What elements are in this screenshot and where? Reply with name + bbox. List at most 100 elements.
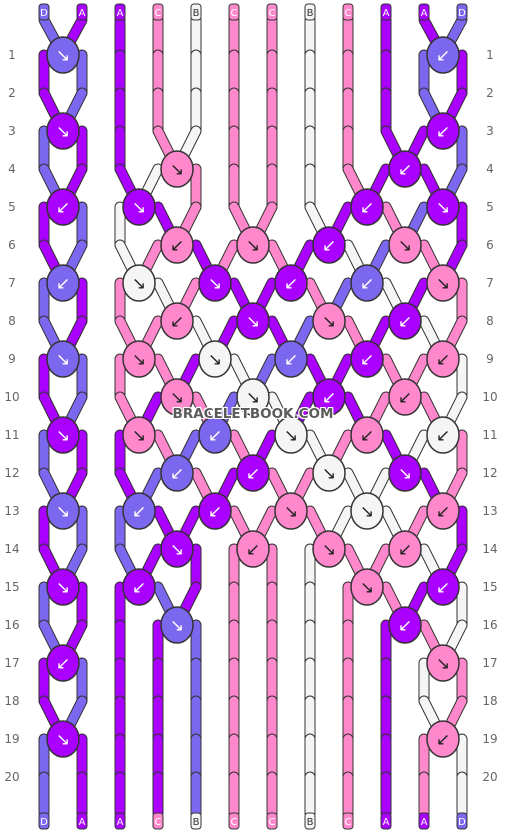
arrow-down-left-icon: ↙	[360, 350, 374, 370]
string-label-bottom: D	[456, 812, 468, 830]
arrow-down-left-icon: ↙	[436, 122, 450, 142]
row-number-right: 15	[482, 580, 497, 594]
knot: ↘	[274, 492, 308, 530]
row-number-left: 6	[8, 238, 16, 252]
knot: ↙	[426, 492, 460, 530]
knot: ↘	[198, 340, 232, 378]
svg-text:A: A	[383, 8, 390, 19]
svg-text:C: C	[269, 8, 276, 19]
svg-text:C: C	[231, 8, 238, 19]
knots-layer: ↘↙↘↙↘↙↙↘↙↘↙↘↙↘↙↘↘↙↙↘↙↘↘↙↘↘↘↙↙↙↘↘↙↙↘↘↙↘↙↙…	[46, 36, 460, 758]
arrow-down-right-icon: ↘	[170, 160, 184, 180]
knot: ↙	[388, 378, 422, 416]
arrow-down-left-icon: ↙	[208, 426, 222, 446]
row-number-right: 11	[482, 428, 497, 442]
knot: ↘	[236, 302, 270, 340]
arrow-down-left-icon: ↙	[322, 236, 336, 256]
row-number-left: 18	[4, 694, 19, 708]
row-number-right: 17	[482, 656, 497, 670]
knot: ↘	[236, 378, 270, 416]
knot: ↙	[426, 112, 460, 150]
svg-text:D: D	[458, 817, 466, 828]
row-number-left: 1	[8, 48, 16, 62]
knot: ↙	[160, 454, 194, 492]
string-label-top: D	[38, 3, 50, 21]
row-number-right: 19	[482, 732, 497, 746]
row-number-right: 6	[486, 238, 494, 252]
row-number-right: 18	[482, 694, 497, 708]
arrow-down-left-icon: ↙	[398, 540, 412, 560]
knot: ↘	[236, 226, 270, 264]
string-label-bottom: D	[38, 812, 50, 830]
knot: ↘	[46, 492, 80, 530]
knot: ↘	[426, 644, 460, 682]
arrow-down-right-icon: ↘	[170, 540, 184, 560]
knot: ↙	[350, 416, 384, 454]
arrow-down-right-icon: ↘	[322, 540, 336, 560]
knot: ↙	[312, 378, 346, 416]
arrow-down-right-icon: ↘	[246, 236, 260, 256]
row-number-right: 7	[486, 276, 494, 290]
arrow-down-right-icon: ↘	[170, 388, 184, 408]
arrow-down-right-icon: ↘	[56, 502, 70, 522]
row-number-right: 9	[486, 352, 494, 366]
knot: ↘	[160, 378, 194, 416]
knot: ↘	[122, 188, 156, 226]
knot: ↘	[46, 36, 80, 74]
arrow-down-left-icon: ↙	[170, 464, 184, 484]
string-label-bottom: B	[190, 812, 202, 830]
knot: ↙	[312, 226, 346, 264]
row-number-right: 1	[486, 48, 494, 62]
arrow-down-left-icon: ↙	[208, 502, 222, 522]
knot: ↘	[350, 492, 384, 530]
svg-text:A: A	[79, 817, 86, 828]
arrow-down-right-icon: ↘	[360, 502, 374, 522]
knot: ↙	[236, 530, 270, 568]
knot: ↘	[160, 150, 194, 188]
knot: ↙	[274, 264, 308, 302]
arrow-down-right-icon: ↘	[56, 46, 70, 66]
arrow-down-left-icon: ↙	[360, 198, 374, 218]
arrow-down-left-icon: ↙	[132, 502, 146, 522]
knot: ↙	[160, 302, 194, 340]
knot: ↙	[388, 606, 422, 644]
arrow-down-right-icon: ↘	[246, 312, 260, 332]
braceletbook-watermark: BRACELETBOOK.COM	[172, 406, 334, 422]
arrow-down-right-icon: ↘	[208, 274, 222, 294]
arrow-down-left-icon: ↙	[56, 654, 70, 674]
arrow-down-right-icon: ↘	[56, 350, 70, 370]
arrow-down-left-icon: ↙	[170, 312, 184, 332]
svg-text:D: D	[40, 817, 48, 828]
string-label-bottom: C	[228, 812, 240, 830]
knot: ↘	[46, 112, 80, 150]
string-label-top: A	[114, 3, 126, 21]
arrow-down-right-icon: ↘	[56, 730, 70, 750]
svg-text:A: A	[117, 8, 124, 19]
svg-text:C: C	[269, 817, 276, 828]
svg-text:C: C	[345, 8, 352, 19]
knot: ↙	[122, 492, 156, 530]
svg-text:C: C	[345, 817, 352, 828]
arrow-down-left-icon: ↙	[436, 578, 450, 598]
knot: ↙	[160, 226, 194, 264]
string-label-top: C	[342, 3, 354, 21]
arrow-down-right-icon: ↘	[322, 464, 336, 484]
knot: ↙	[46, 264, 80, 302]
svg-text:A: A	[79, 8, 86, 19]
knot: ↘	[160, 606, 194, 644]
arrow-down-left-icon: ↙	[246, 540, 260, 560]
string-label-top: C	[152, 3, 164, 21]
arrow-down-right-icon: ↘	[132, 426, 146, 446]
arrow-down-left-icon: ↙	[132, 578, 146, 598]
arrow-down-left-icon: ↙	[360, 274, 374, 294]
row-number-left: 4	[8, 162, 16, 176]
knot: ↙	[350, 264, 384, 302]
knot: ↙	[350, 188, 384, 226]
row-number-left: 15	[4, 580, 19, 594]
arrow-down-right-icon: ↘	[436, 198, 450, 218]
row-number-left: 19	[4, 732, 19, 746]
knot: ↘	[46, 568, 80, 606]
string-label-top: B	[190, 3, 202, 21]
knot: ↙	[426, 36, 460, 74]
row-number-right: 16	[482, 618, 497, 632]
